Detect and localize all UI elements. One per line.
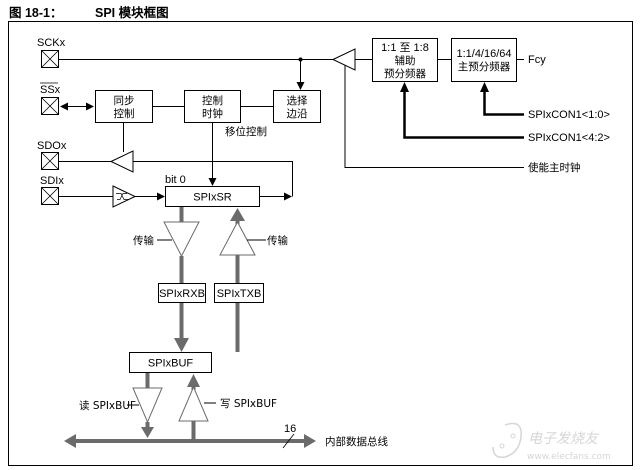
diagram-frame: [8, 21, 633, 466]
edge-select-block: 选择 边沿: [273, 90, 321, 123]
write-buf-label: 写 SPIxBUF: [220, 398, 277, 410]
control-clock-block: 控制 时钟: [184, 90, 241, 123]
svg-text:控制: 控制: [114, 107, 135, 120]
clock-buffer-icon: [331, 48, 356, 71]
svg-text:1:1 至 1:8: 1:1 至 1:8: [381, 42, 429, 54]
pin-pad-icon: [41, 97, 59, 115]
enable-master-clock-label: 使能主时钟: [528, 161, 581, 174]
read-buf-label: 读 SPIxBUF: [79, 399, 136, 412]
prescaler-select-arrows: [400, 82, 524, 139]
spixcon1-4-2-label: SPIxCON1<4:2>: [528, 132, 610, 144]
svg-text:辅助: 辅助: [395, 54, 416, 67]
pin-pad-icon: [41, 152, 59, 170]
sync-control-block: 同步 控制: [95, 90, 153, 123]
watermark-url: www.elecfans.com: [527, 452, 611, 462]
secondary-prescaler-block: 1:1 至 1:8 辅助 预分频器: [372, 38, 438, 82]
sdo-output-buffer-icon: [109, 150, 134, 173]
transfer-left-label: 传输: [133, 234, 154, 247]
sdi-schmitt-buffer-icon: [112, 185, 137, 208]
pin-sdix: SDIx: [40, 175, 64, 205]
watermark: 电子发烧友 www.elecfans.com: [492, 422, 611, 462]
svg-text:同步: 同步: [114, 95, 135, 107]
bus-width-slash: [282, 433, 295, 449]
svg-text:选择: 选择: [287, 94, 308, 107]
spixbuf-block: SPIxBUF: [129, 352, 212, 373]
svg-text:时钟: 时钟: [202, 107, 223, 120]
fcy-label: Fcy: [528, 54, 546, 66]
spixcon1-1-0-label: SPIxCON1<1:0>: [528, 109, 610, 121]
figure-title: SPI 模块框图: [95, 5, 169, 20]
watermark-logo-icon: [492, 422, 522, 459]
pin-label-sdix: SDIx: [40, 175, 64, 187]
pin-label-ssx: SSx: [40, 84, 61, 96]
write-path: [178, 374, 209, 440]
pin-pad-icon: [41, 50, 59, 68]
pin-sckx: SCKx: [37, 37, 66, 68]
pin-sdox: SDOx: [37, 140, 67, 170]
spixtxb-block: SPIxTXB: [214, 283, 264, 303]
spixrxb-block: SPIxRXB: [158, 283, 206, 303]
svg-text:边沿: 边沿: [287, 108, 308, 120]
read-path: [132, 373, 163, 438]
internal-bus-label: 内部数据总线: [325, 435, 388, 448]
svg-text:SPIxSR: SPIxSR: [193, 192, 232, 204]
primary-prescaler-block: 1:1/4/16/64 主预分频器: [451, 38, 517, 82]
svg-text:SPIxTXB: SPIxTXB: [217, 288, 262, 300]
pin-label-sdox: SDOx: [37, 140, 67, 152]
svg-text:控制: 控制: [202, 94, 223, 107]
svg-text:1:1/4/16/64: 1:1/4/16/64: [456, 48, 511, 60]
pin-label-sckx: SCKx: [37, 37, 66, 49]
pin-ssx: SSx: [40, 82, 61, 115]
internal-data-bus: [64, 433, 316, 449]
spixsr-block: SPIxSR: [165, 186, 260, 207]
watermark-brand: 电子发烧友: [528, 431, 600, 447]
figure-number: 图 18-1：: [9, 6, 63, 20]
svg-text:主预分频器: 主预分频器: [458, 60, 511, 73]
transfer-right-label: 传输: [267, 234, 288, 247]
pin-pad-icon: [41, 187, 59, 205]
receive-path: [163, 207, 200, 352]
sr-to-sdo-wire: [133, 161, 293, 197]
transmit-path: [219, 208, 256, 352]
shift-control-label: 移位控制: [225, 125, 267, 138]
svg-text:预分频器: 预分频器: [384, 67, 426, 80]
enable-master-clock-wire: [344, 65, 524, 168]
bus-width-label: 16: [284, 423, 296, 435]
svg-text:SPIxRXB: SPIxRXB: [159, 288, 205, 300]
bit0-label: bit 0: [165, 174, 186, 186]
svg-text:SPIxBUF: SPIxBUF: [148, 358, 194, 370]
